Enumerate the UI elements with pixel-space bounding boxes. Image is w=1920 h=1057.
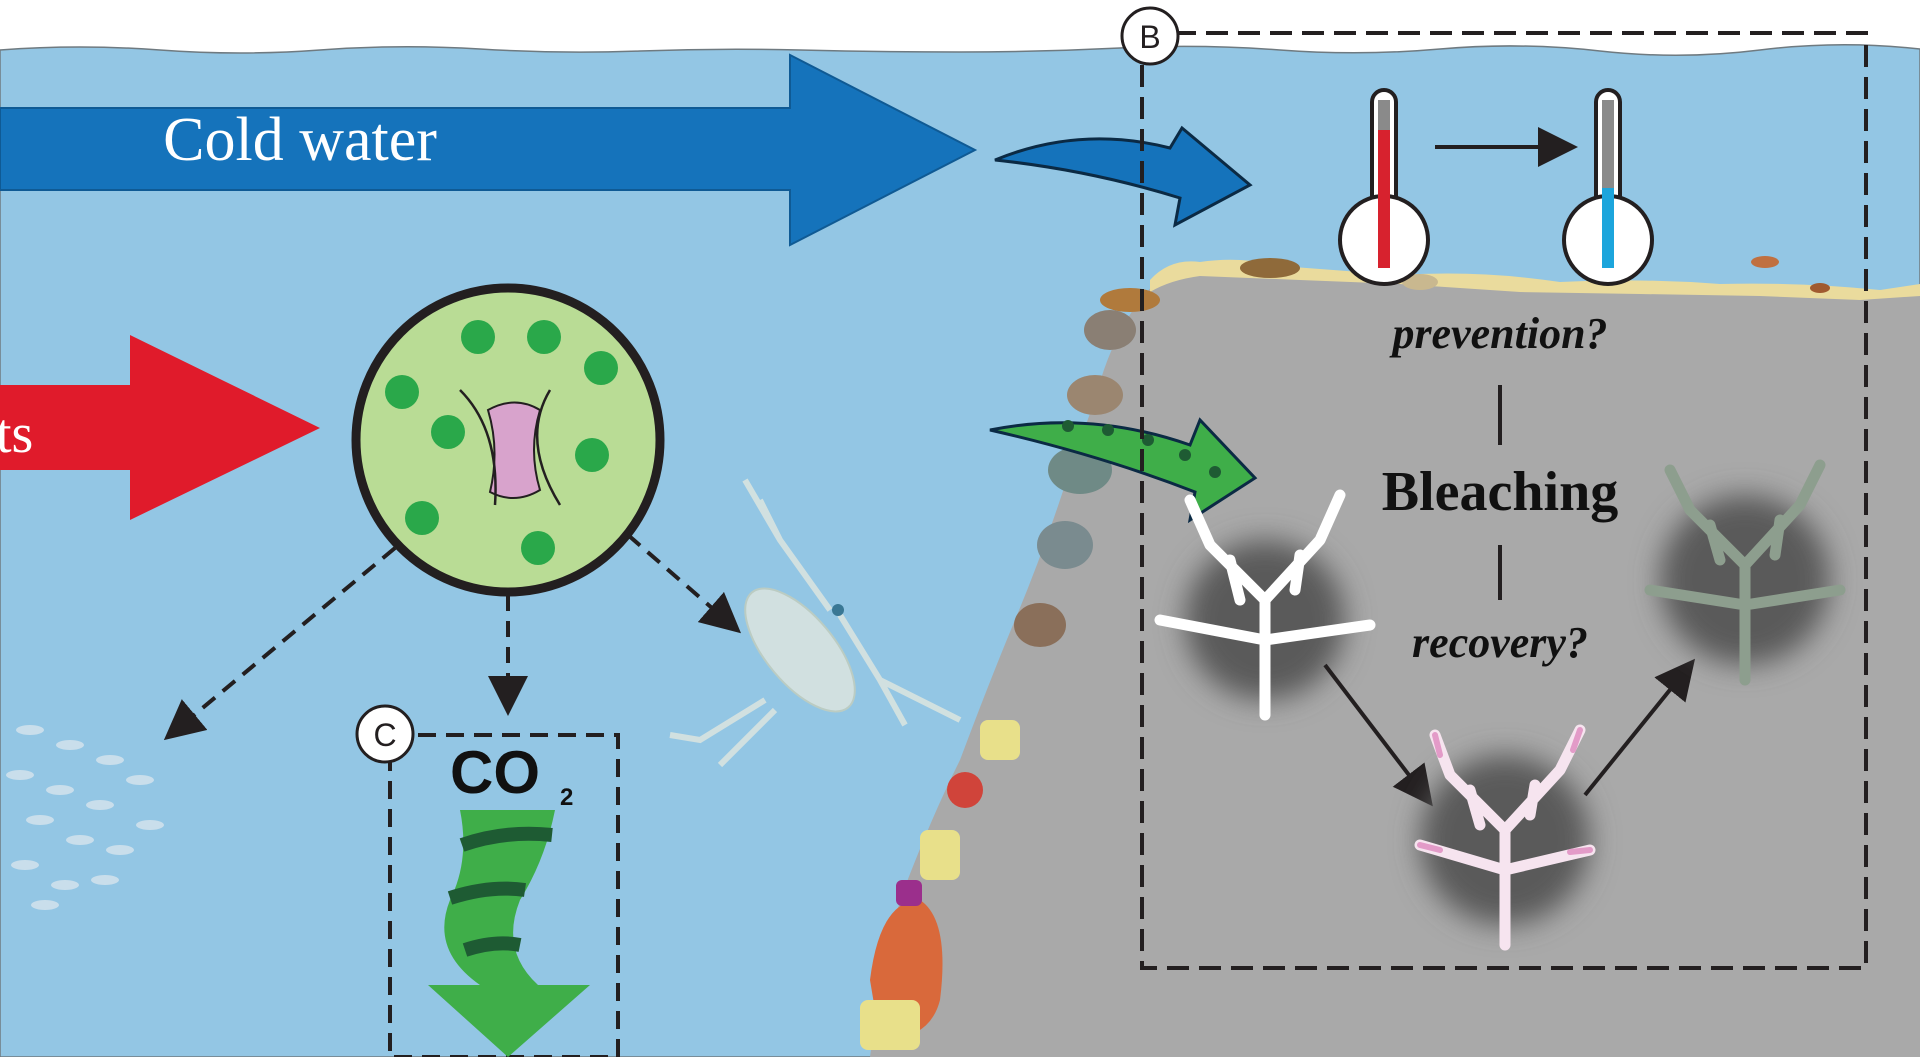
co2-label: CO [450, 739, 540, 806]
panel-c-label: C [373, 717, 396, 753]
panel-b-box [1140, 31, 1868, 970]
zooplankton-icon [669, 478, 962, 768]
curved-nutrient-arrow [989, 417, 1258, 524]
nutrients-arrow [0, 335, 320, 520]
phytoplankton-cell-icon [351, 283, 665, 597]
thermometer-cold-icon [1562, 88, 1654, 286]
coral-bleached-icon [1154, 489, 1376, 721]
curved-cold-arrow [994, 125, 1253, 228]
fish-school-icon [6, 725, 164, 910]
panel-b-badge [1120, 6, 1180, 66]
food-web-arrows [163, 533, 742, 741]
recovery-progress-arrow [1583, 658, 1696, 797]
bleaching-label: Bleaching [1382, 461, 1618, 523]
panel-c-badge [355, 704, 415, 764]
sky [0, 0, 1920, 60]
coral-recovering-icon [1644, 459, 1846, 686]
reef-slope-corals [860, 256, 1830, 1050]
coral-pink-bleached-icon [1414, 724, 1596, 951]
co2-subscript: 2 [560, 784, 573, 811]
cold-water-arrow [0, 53, 978, 247]
sandy-reef-top [1150, 259, 1920, 300]
recovery-label: recovery? [1412, 618, 1588, 667]
thermometer-hot-icon [1338, 88, 1430, 286]
nutrients-label: ts [0, 403, 33, 465]
panel-c-box [388, 733, 620, 1057]
bleaching-progress-arrow [1323, 663, 1433, 807]
panel-b-label: B [1139, 19, 1160, 55]
co2-flux-arrow-icon [428, 810, 590, 1057]
cold-water-label: Cold water [163, 106, 437, 174]
prevention-label: prevention? [1388, 309, 1607, 358]
